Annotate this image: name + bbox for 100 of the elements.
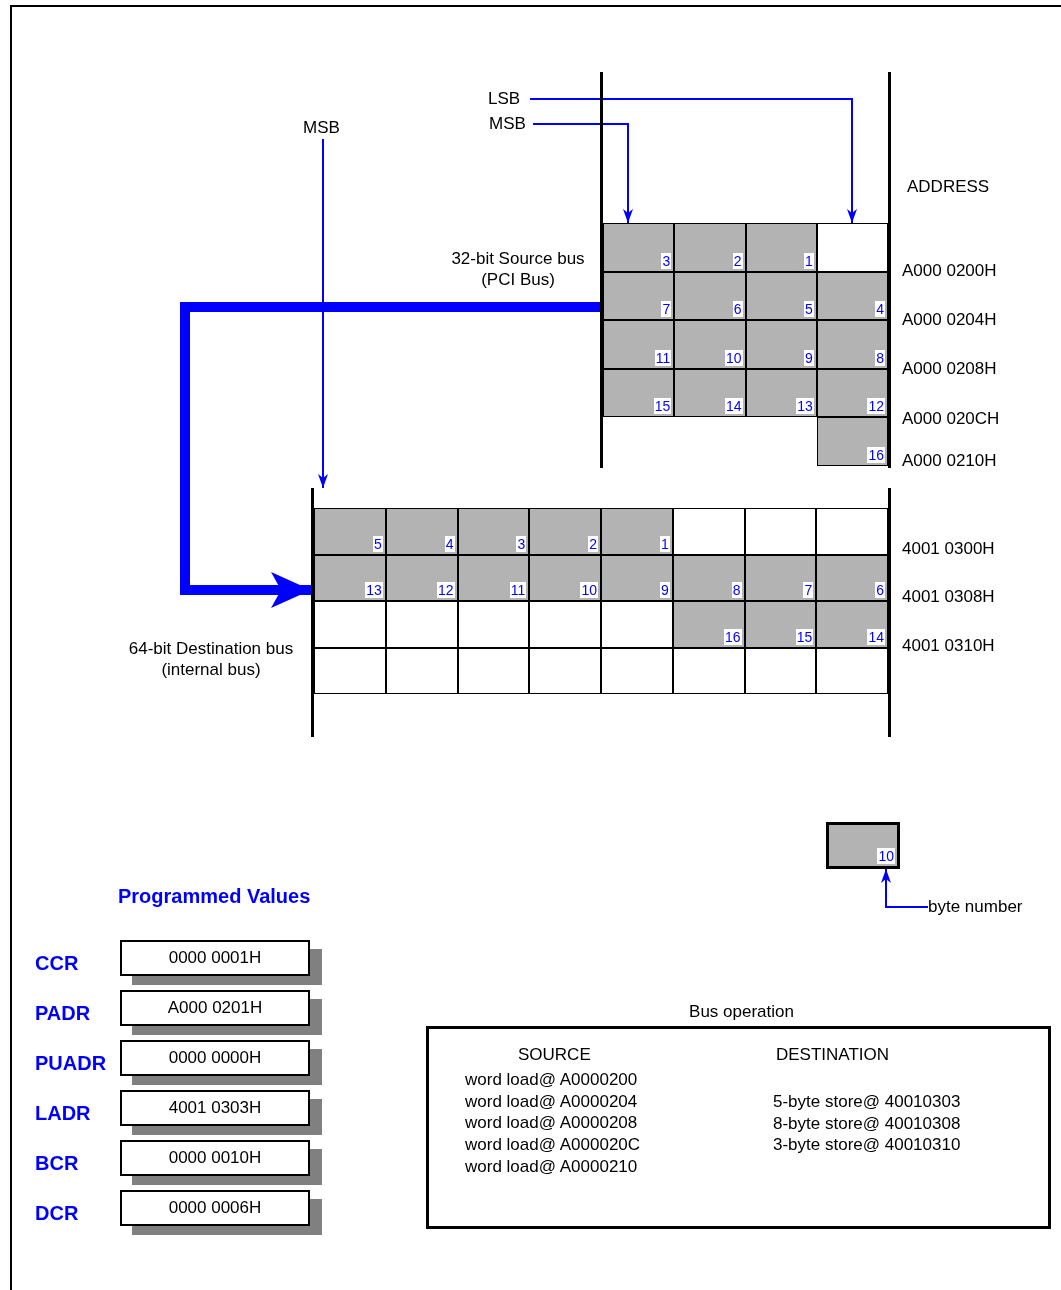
- byte-number: 11: [654, 349, 672, 366]
- column-heading: ADDRESS: [907, 176, 990, 198]
- section-heading: Programmed Values: [118, 885, 311, 907]
- address-label: A000 020CH: [902, 408, 1000, 430]
- byte-number: 9: [803, 349, 814, 366]
- byte-cell: [674, 223, 746, 272]
- text-label: MSB: [489, 113, 533, 135]
- byte-number: 3: [516, 535, 527, 552]
- operation-line: word load@ A0000210: [465, 1155, 638, 1178]
- bus-label: 32-bit Source bus (PCI Bus): [450, 248, 586, 290]
- byte-number: 2: [732, 252, 743, 269]
- byte-cell: [745, 223, 817, 272]
- byte-cell: [674, 320, 746, 369]
- address-label: A000 0204H: [902, 309, 997, 331]
- address-label: A000 0200H: [902, 260, 997, 282]
- byte-number: 16: [867, 446, 885, 463]
- text-label: MSB: [303, 117, 347, 139]
- byte-number: 1: [803, 252, 814, 269]
- column-heading: DESTINATION: [776, 1044, 890, 1066]
- register-name: CCR: [35, 951, 79, 975]
- byte-cell: [601, 508, 673, 555]
- address-label: A000 0208H: [902, 358, 997, 380]
- byte-cell: [674, 271, 746, 320]
- operation-line: word load@ A000020C: [465, 1134, 641, 1157]
- byte-cell: [385, 554, 458, 601]
- operation-line: word load@ A0000204: [465, 1090, 638, 1113]
- byte-cell: [816, 601, 888, 648]
- byte-cell: [314, 554, 386, 601]
- byte-number: 4: [444, 535, 455, 552]
- arrow: [318, 138, 328, 489]
- byte-cell: [745, 368, 817, 417]
- operation-line: word load@ A0000200: [465, 1069, 638, 1091]
- column-heading: SOURCE: [518, 1044, 591, 1066]
- byte-cell: [816, 554, 888, 601]
- register-name: PUADR: [35, 1051, 107, 1075]
- byte-number: 13: [796, 398, 814, 414]
- arrow: [532, 123, 633, 224]
- byte-number: 9: [659, 582, 670, 598]
- byte-number: 15: [653, 398, 672, 414]
- byte-cell: [529, 554, 601, 601]
- byte-cell: [745, 320, 817, 369]
- byte-number: 4: [875, 301, 885, 317]
- byte-cell: [601, 554, 673, 601]
- byte-number: 6: [732, 301, 743, 317]
- text-label: byte number: [928, 896, 1036, 918]
- operation-line: word load@ A0000208: [465, 1112, 638, 1135]
- byte-cell: [529, 508, 601, 555]
- register-name: LADR: [35, 1101, 91, 1125]
- byte-number: 16: [723, 628, 742, 645]
- box-heading: Bus operation: [688, 1001, 795, 1023]
- byte-number: 7: [803, 582, 814, 598]
- register-name: PADR: [35, 1001, 91, 1025]
- address-label: 4001 0308H: [902, 586, 995, 608]
- byte-cell: [744, 554, 817, 601]
- byte-number: 14: [867, 628, 885, 645]
- operation-line: 8-byte store@ 40010308: [773, 1112, 961, 1135]
- operation-line: 5-byte store@ 40010303: [773, 1091, 961, 1113]
- register-name: BCR: [35, 1151, 79, 1175]
- byte-number: 3: [661, 252, 672, 269]
- byte-cell: [457, 554, 530, 601]
- byte-cell: [745, 271, 817, 320]
- byte-number: 2: [588, 535, 598, 552]
- byte-number: 7: [661, 301, 672, 317]
- byte-number: 11: [509, 582, 527, 598]
- byte-cell: [826, 822, 900, 869]
- byte-number: 10: [724, 349, 743, 366]
- byte-number: 15: [795, 628, 814, 645]
- byte-number: 8: [731, 582, 742, 598]
- byte-cell: [672, 601, 745, 648]
- byte-number: 1: [659, 535, 670, 552]
- byte-cell: [674, 368, 746, 417]
- text-label: LSB: [488, 88, 530, 110]
- bus-label: 64-bit Destination bus (internal bus): [127, 638, 295, 680]
- register-name: DCR: [35, 1201, 79, 1225]
- arrow: [881, 868, 929, 908]
- byte-cell: [744, 601, 817, 648]
- bus-transfer-arrow: [180, 302, 600, 608]
- byte-cell: [816, 368, 888, 417]
- byte-cell: [603, 320, 675, 369]
- address-label: 4001 0310H: [902, 635, 995, 657]
- byte-cell: [603, 271, 675, 320]
- address-label: 4001 0300H: [902, 538, 995, 560]
- address-label: A000 0210H: [902, 450, 997, 472]
- byte-number: 10: [580, 582, 598, 598]
- byte-number: 6: [875, 582, 885, 598]
- byte-number: 12: [436, 582, 455, 598]
- byte-cell: [385, 508, 458, 555]
- arrow: [529, 98, 857, 224]
- byte-number: 5: [803, 301, 814, 317]
- byte-number: 8: [875, 349, 885, 366]
- operation-line: 3-byte store@ 40010310: [773, 1134, 961, 1157]
- byte-number: 5: [372, 535, 383, 552]
- byte-cell: [314, 508, 386, 555]
- byte-number: 14: [724, 398, 743, 414]
- byte-cell: [457, 508, 530, 555]
- byte-cell: [816, 271, 888, 320]
- byte-cell: [603, 368, 675, 417]
- byte-cell: [816, 320, 888, 369]
- byte-cell: [603, 223, 675, 272]
- byte-number: 10: [877, 848, 895, 864]
